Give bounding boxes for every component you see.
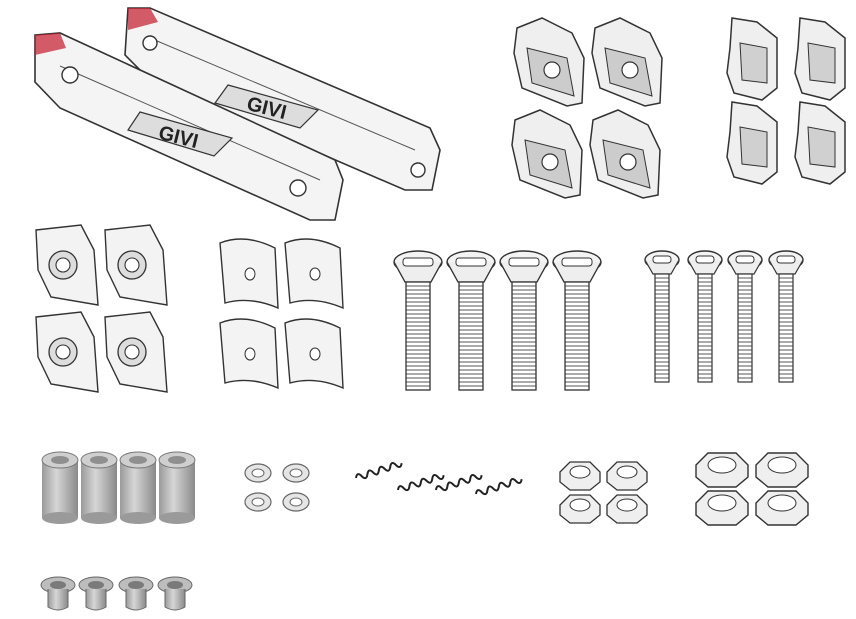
- rubber-bushing: [158, 451, 196, 524]
- curved-washers: [219, 238, 344, 390]
- thin-bolt: [644, 250, 680, 383]
- flanged-bushing: [78, 576, 114, 611]
- flat-washer: [244, 492, 272, 512]
- flat-washer: [282, 492, 310, 512]
- spacer-plate: [104, 311, 168, 393]
- mounting-bar-rear: GIVI: [124, 7, 441, 191]
- rubber-bushings: [41, 451, 196, 524]
- springs: [355, 462, 523, 496]
- large-nut: [755, 490, 809, 526]
- small-nuts: [559, 461, 648, 524]
- small-clip: [726, 101, 778, 185]
- rubber-bushing: [41, 451, 79, 524]
- spacer-plate: [35, 311, 99, 393]
- large-clamp: [591, 17, 663, 107]
- spacer-plate: [104, 224, 168, 306]
- curved-washer: [219, 318, 279, 390]
- spacer-plate: [35, 224, 99, 306]
- long-bolt: [446, 250, 496, 391]
- thin-bolt: [727, 250, 763, 383]
- flanged-bushing: [40, 576, 76, 611]
- long-bolt: [552, 250, 602, 391]
- long-bolts: [393, 250, 602, 391]
- spring: [355, 462, 403, 480]
- spring: [435, 474, 483, 492]
- flat-washer: [282, 463, 310, 483]
- long-bolt: [393, 250, 443, 391]
- spring: [475, 478, 523, 496]
- curved-washer: [284, 318, 344, 390]
- small-nut: [559, 461, 601, 491]
- small-nut: [559, 494, 601, 524]
- flat-washers: [244, 463, 310, 512]
- thin-bolts: [644, 250, 804, 383]
- large-clamps: [511, 17, 663, 199]
- flanged-bushing: [157, 576, 193, 611]
- large-nut: [695, 490, 749, 526]
- spacer-plates: [35, 224, 168, 393]
- flat-washer: [244, 463, 272, 483]
- small-clip: [794, 17, 846, 101]
- flanged-bushings: [40, 576, 193, 611]
- small-clips: [726, 17, 846, 185]
- large-clamp: [511, 109, 583, 199]
- small-clip: [726, 17, 778, 101]
- small-nut: [606, 461, 648, 491]
- curved-washer: [219, 238, 279, 310]
- small-clip: [794, 101, 846, 185]
- rubber-bushing: [119, 451, 157, 524]
- large-clamp: [513, 17, 585, 107]
- thin-bolt: [687, 250, 723, 383]
- small-nut: [606, 494, 648, 524]
- givi-logo-front: GIVI: [127, 111, 234, 157]
- rubber-bushing: [80, 451, 118, 524]
- long-bolt: [499, 250, 549, 391]
- large-clamp: [589, 109, 661, 199]
- curved-washer: [284, 238, 344, 310]
- large-nut: [695, 452, 749, 488]
- large-nut: [755, 452, 809, 488]
- large-nuts: [695, 452, 809, 526]
- flanged-bushing: [118, 576, 154, 611]
- mounting-bar-front: GIVI: [34, 32, 344, 221]
- thin-bolt: [768, 250, 804, 383]
- spring: [397, 474, 445, 492]
